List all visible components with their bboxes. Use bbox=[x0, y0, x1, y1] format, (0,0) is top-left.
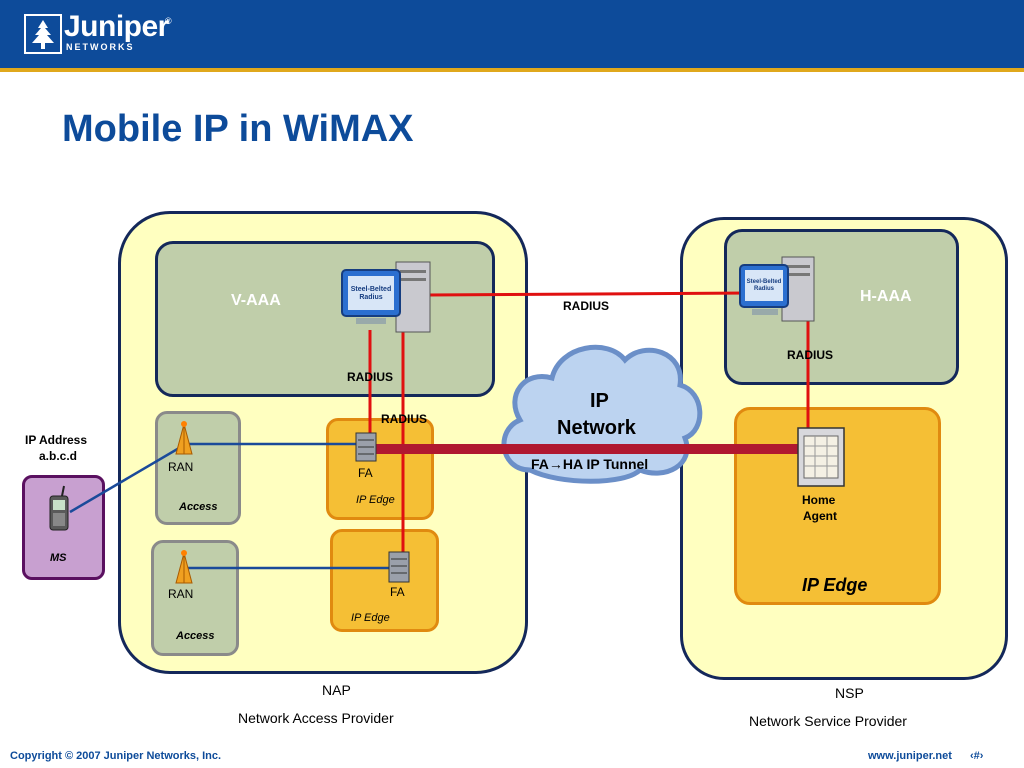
ip-network-label-line1: IP bbox=[590, 390, 609, 412]
v-aaa-zone bbox=[155, 241, 495, 397]
home-agent-label-line2: Agent bbox=[803, 509, 837, 523]
home-agent-router-icon bbox=[797, 427, 845, 487]
radius-link-vaaa-haaa bbox=[427, 291, 751, 297]
nsp-label: NSP bbox=[835, 685, 864, 701]
link-ms-ran1 bbox=[69, 442, 187, 514]
footer-url[interactable]: www.juniper.net bbox=[868, 750, 952, 762]
ran-label-2: RAN bbox=[168, 587, 194, 601]
ip-network-label-line2: Network bbox=[557, 417, 636, 439]
ran-tower-icon-2 bbox=[175, 550, 193, 584]
ip-edge-zone-1 bbox=[326, 418, 434, 520]
ip-edge-label-home: IP Edge bbox=[802, 575, 868, 595]
fa-router-icon-1 bbox=[355, 432, 377, 462]
logo-wordmark: Juniper bbox=[64, 10, 169, 43]
radius-links bbox=[368, 291, 810, 560]
ran-label-1: RAN bbox=[168, 460, 194, 474]
nap-description: Network Access Provider bbox=[238, 710, 394, 726]
ip-edge-label-2: IP Edge bbox=[351, 612, 390, 624]
access-zone-2 bbox=[151, 540, 239, 656]
radius-label-fa: RADIUS bbox=[381, 412, 428, 426]
footer-page-number: ‹#› bbox=[970, 750, 984, 762]
access-zone-1 bbox=[155, 411, 241, 525]
radius-label-top: RADIUS bbox=[563, 299, 610, 313]
logo-subtext: NETWORKS bbox=[66, 42, 135, 52]
ip-edge-zone-2 bbox=[330, 529, 439, 632]
ms-address-line1: IP Address bbox=[25, 433, 88, 447]
access-links bbox=[69, 442, 392, 570]
ran-tower-icon-1 bbox=[175, 421, 193, 455]
ms-label: MS bbox=[50, 552, 67, 564]
fa-router-icon-2 bbox=[388, 551, 410, 583]
h-aaa-server-icon bbox=[739, 256, 815, 322]
radius-label-vaaa: RADIUS bbox=[347, 370, 394, 384]
juniper-tree-icon bbox=[24, 14, 62, 54]
logo-registered-mark: ® bbox=[165, 16, 172, 26]
v-aaa-label: V-AAA bbox=[231, 292, 281, 309]
ip-edge-label-1: IP Edge bbox=[356, 494, 395, 506]
h-aaa-server-badge: Steel-Belted Radius bbox=[746, 279, 782, 292]
radius-label-haaa: RADIUS bbox=[787, 348, 834, 362]
mobile-phone-icon bbox=[49, 485, 69, 531]
access-label-1: Access bbox=[179, 501, 218, 513]
v-aaa-server-icon bbox=[341, 261, 431, 333]
header-rule bbox=[0, 68, 1024, 72]
fa-ha-tunnel bbox=[374, 444, 806, 454]
fa-label-2: FA bbox=[390, 585, 405, 599]
h-aaa-label: H-AAA bbox=[860, 288, 912, 305]
nsp-description: Network Service Provider bbox=[749, 713, 907, 729]
juniper-logo: Juniper NETWORKS ® bbox=[24, 10, 174, 56]
footer-copyright: Copyright © 2007 Juniper Networks, Inc. bbox=[10, 750, 222, 762]
home-agent-label-line1: Home bbox=[802, 493, 836, 507]
slide-title: Mobile IP in WiMAX bbox=[62, 108, 414, 150]
nap-label: NAP bbox=[322, 682, 351, 698]
fa-label-1: FA bbox=[358, 466, 373, 480]
header-bar bbox=[0, 0, 1024, 68]
v-aaa-server-badge: Steel-Belted Radius bbox=[350, 286, 392, 301]
ms-address-line2: a.b.c.d bbox=[39, 449, 78, 463]
access-label-2: Access bbox=[176, 630, 215, 642]
tunnel-label: FA→HA IP Tunnel bbox=[531, 456, 649, 472]
